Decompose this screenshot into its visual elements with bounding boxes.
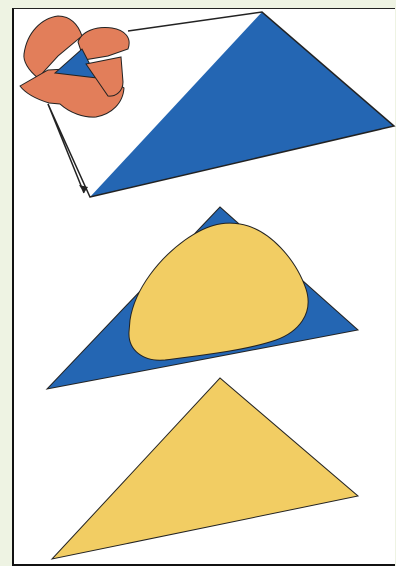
top-triangle-group (20, 12, 394, 197)
middle-triangle-group (47, 207, 358, 389)
bottom-yellow-triangle (52, 378, 358, 559)
top-blue-triangle (90, 12, 394, 197)
bottom-triangle-group (52, 378, 358, 559)
top-folded-arrowhead (79, 185, 88, 193)
top-folded-left-edge (48, 104, 84, 193)
